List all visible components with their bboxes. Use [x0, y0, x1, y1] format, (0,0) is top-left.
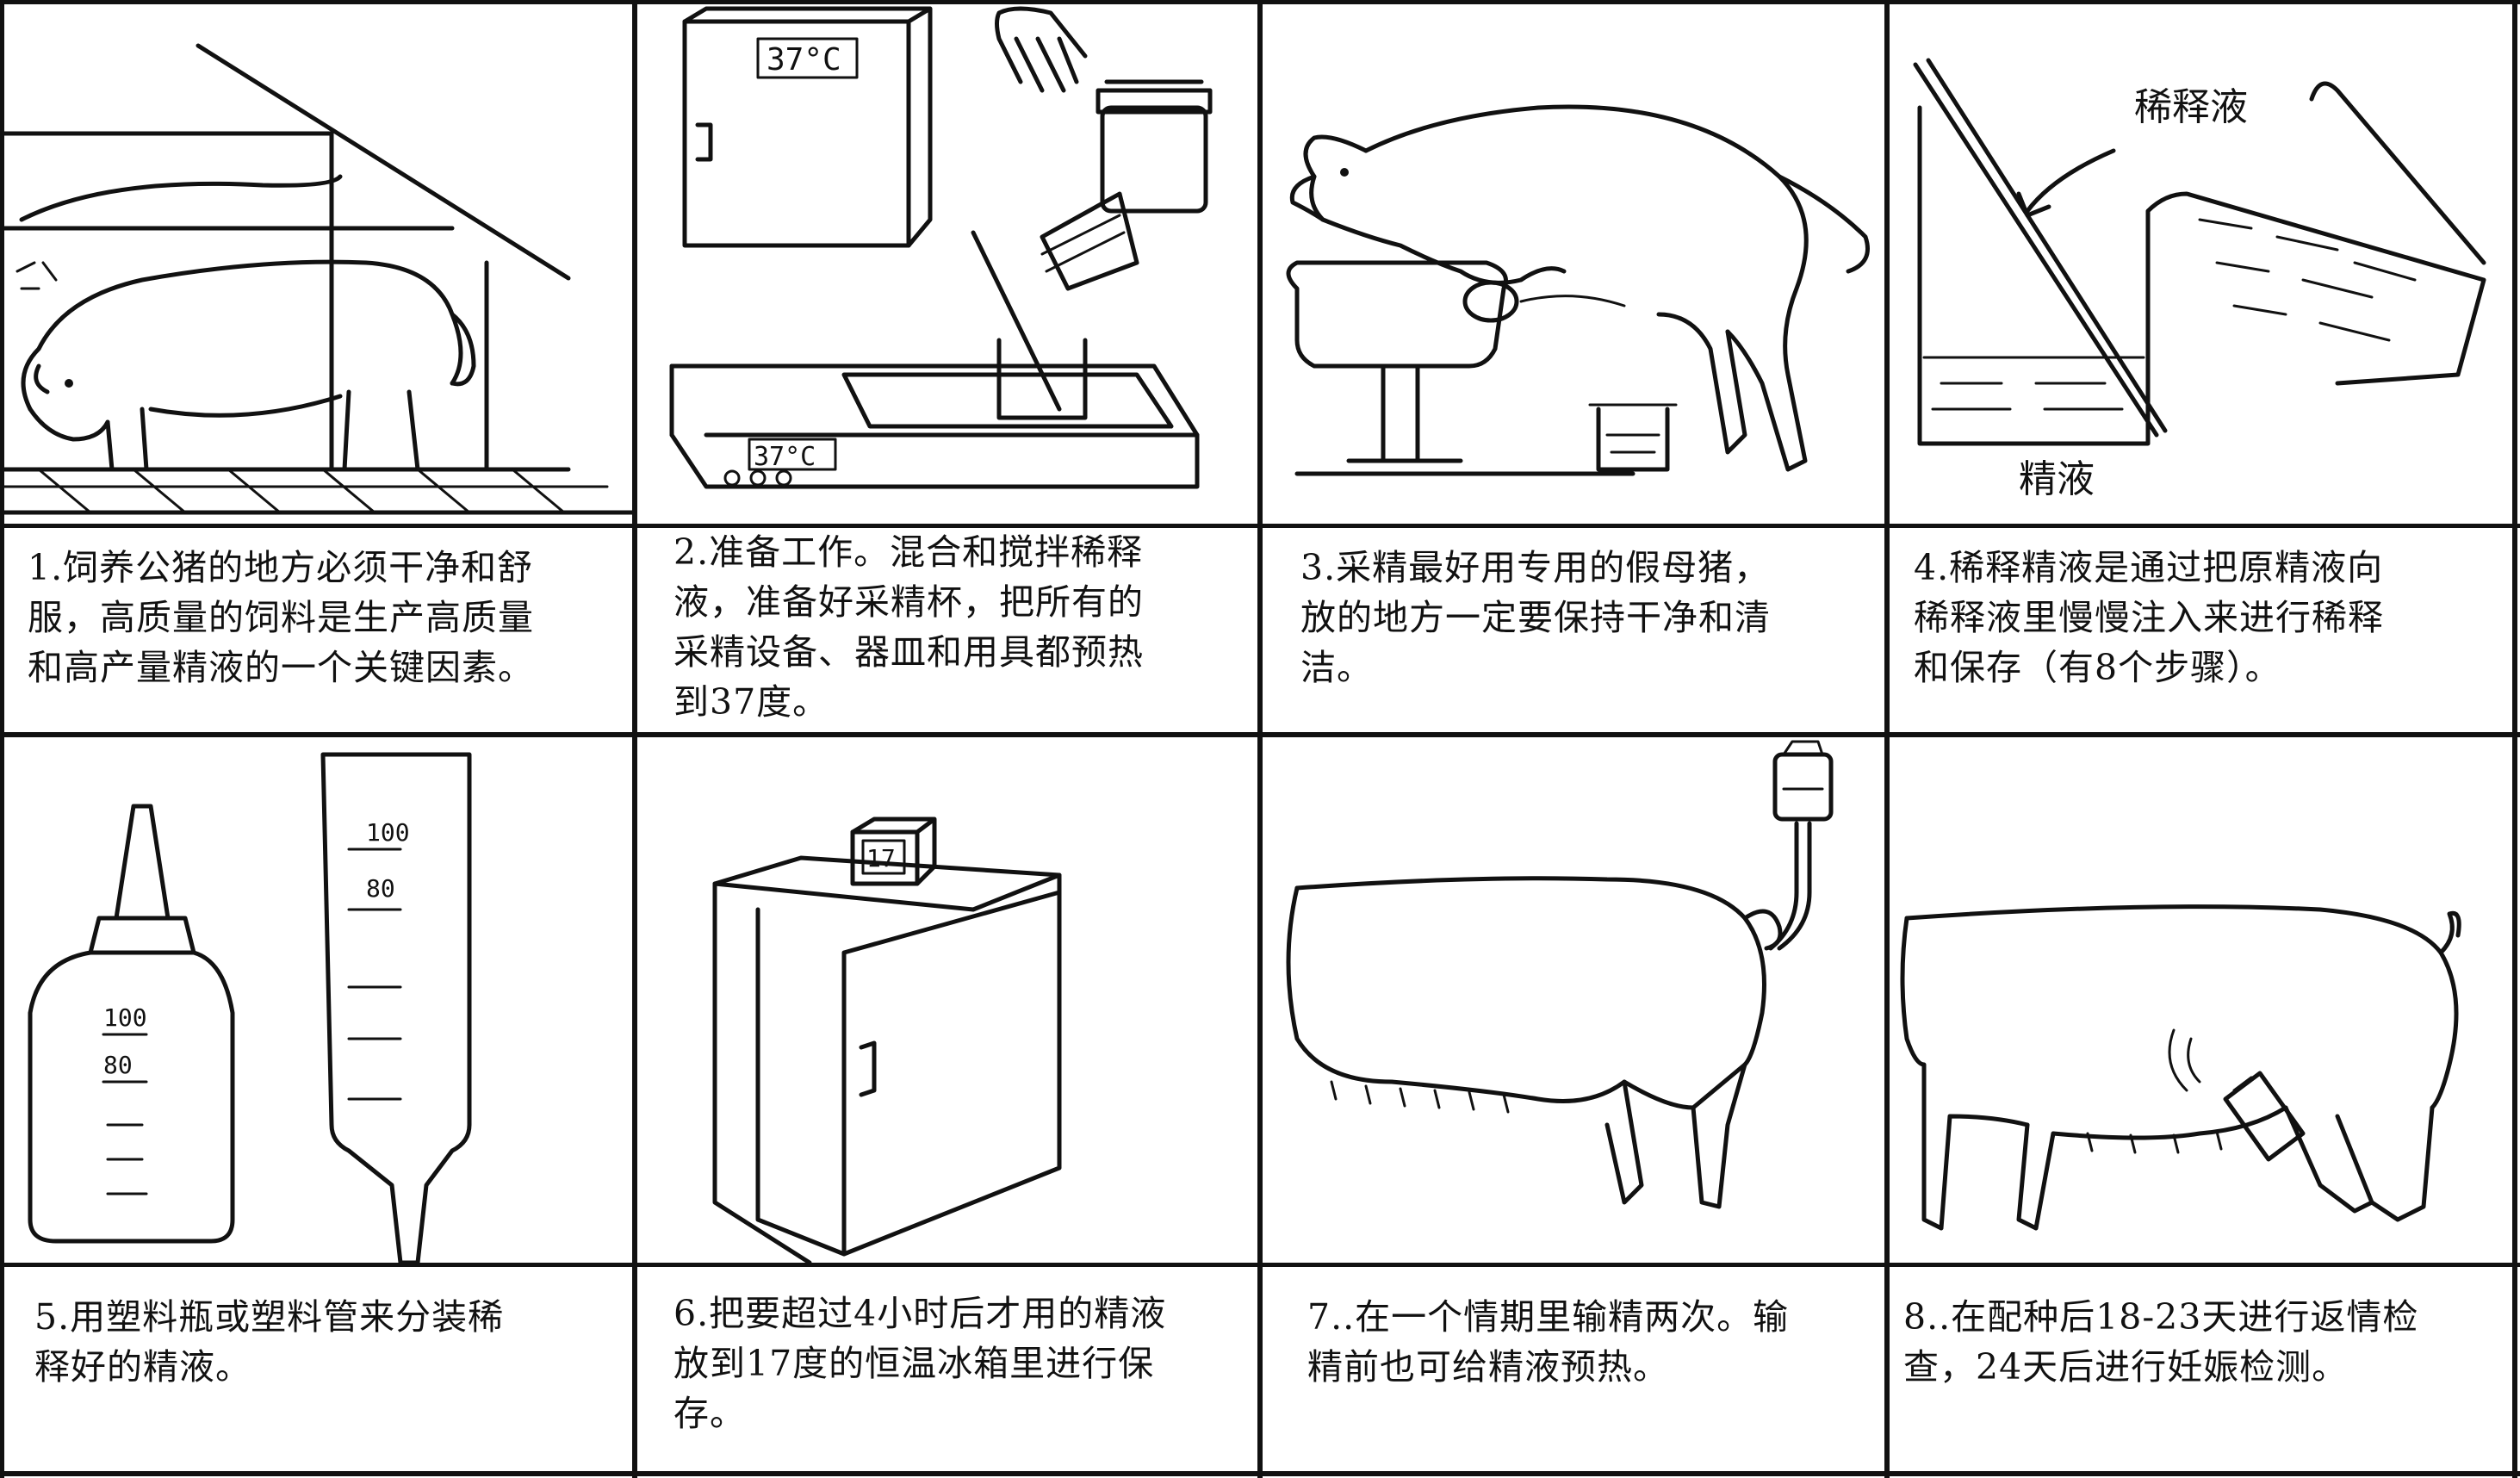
grid-right: [2512, 0, 2517, 1478]
tube-mark-80: 80: [366, 874, 395, 903]
panel-2-caption: 2.准备工作。混合和搅拌稀释 液，准备好采精杯，把所有的 采精设备、器皿和用具都…: [673, 531, 1144, 723]
fridge-icon: 17: [712, 817, 1062, 1263]
panel-5-caption: 5.用塑料瓶或塑料管来分装稀 释好的精液。: [34, 1296, 505, 1388]
boar-pen-icon: [4, 43, 632, 515]
lab-prep-icon: 37°C 37°C: [669, 6, 1213, 489]
bottle-mark-100: 100: [103, 1003, 147, 1032]
fridge-display-text: 17: [866, 844, 896, 873]
panel-7-caption: 7..在一个情期里输精两次。输 精前也可给精液预热。: [1307, 1296, 1790, 1388]
bottle-mark-80: 80: [103, 1051, 133, 1079]
grid-col-3: [1884, 0, 1890, 1478]
panel-2-illustration: 37°C 37°C: [637, 4, 1257, 524]
label-diluent: 稀释液: [2134, 85, 2248, 129]
grid-col-2: [1257, 0, 1263, 1478]
cabinet-display-text: 37°C: [767, 42, 841, 78]
pregnancy-check-icon: [1900, 904, 2461, 1231]
grid-row-1: [0, 524, 2520, 528]
bottle-tube-icon: 100 80 100 80: [28, 752, 472, 1263]
grid-left: [0, 0, 4, 1478]
panel-3-caption: 3.采精最好用专用的假母猪， 放的地方一定要保持干净和清 洁。: [1300, 547, 1771, 688]
insemination-icon: [1286, 740, 1834, 1209]
label-semen: 精液: [2019, 457, 2095, 501]
dilution-icon: [1913, 58, 2486, 446]
panel-1-caption: 1.饲养公猪的地方必须干净和舒 服，高质量的饲料是生产高质量 和高产量精液的一个…: [28, 547, 534, 688]
panel-5-illustration: 100 80 100 80: [4, 737, 632, 1263]
panel-8-caption: 8..在配种后18-23天进行返情检 查，24天后进行妊娠检测。: [1903, 1296, 2419, 1388]
grid-col-1: [632, 0, 637, 1478]
grid-row-3: [0, 1263, 2520, 1267]
panel-6-caption: 6.把要超过4小时后才用的精液 放到17度的恒温冰箱里进行保 存。: [673, 1293, 1167, 1434]
panel-8-illustration: [1890, 737, 2512, 1263]
dummy-sow-icon: [1286, 104, 1870, 476]
panel-4-caption: 4.稀释精液是通过把原精液向 稀释液里慢慢注入来进行稀释 和保存（有8个步骤）。: [1914, 547, 2384, 688]
panel-7-illustration: [1263, 737, 1884, 1263]
panel-1-illustration: [4, 4, 632, 524]
tube-mark-100: 100: [366, 818, 410, 847]
grid-row-2: [0, 732, 2520, 737]
bath-display-text: 37°C: [754, 442, 816, 472]
panel-3-illustration: [1263, 4, 1884, 524]
panel-4-illustration: [1890, 4, 2512, 524]
panel-6-illustration: 17: [637, 737, 1257, 1263]
